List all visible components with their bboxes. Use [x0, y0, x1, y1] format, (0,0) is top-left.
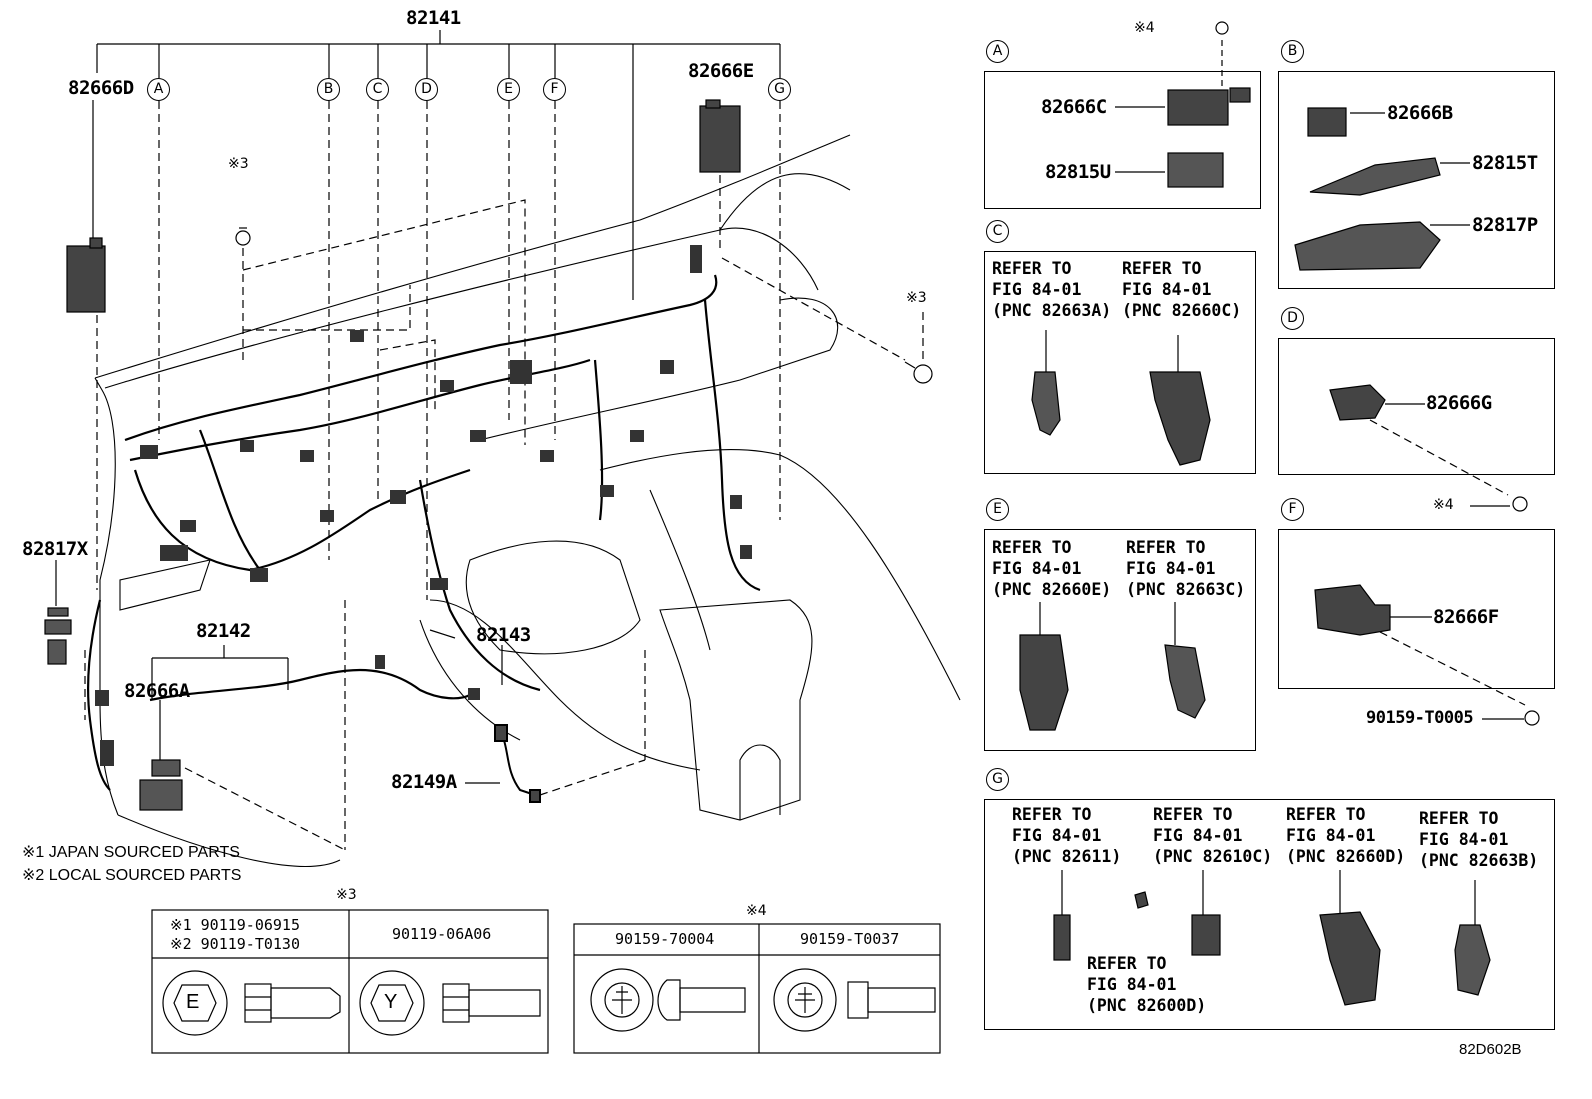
- label-82142: 82142: [196, 620, 251, 642]
- detail-B-part-82666B: 82666B: [1387, 102, 1453, 124]
- detail-B-part-82815T: 82815T: [1472, 152, 1538, 174]
- callout-D: D: [415, 78, 438, 101]
- label-82666E: 82666E: [688, 60, 754, 82]
- detail-D-drawing: [1329, 384, 1528, 512]
- detail-F-drawing: [1314, 584, 1540, 726]
- mark3-label-left: ※3: [228, 156, 249, 172]
- callout-leaders: [84, 101, 906, 851]
- detail-F-box: [1278, 529, 1555, 689]
- table4-grid: [573, 923, 941, 1054]
- detail-E-box: [984, 529, 1256, 751]
- note-japan-sourced: ※1 JAPAN SOURCED PARTS: [22, 844, 240, 861]
- detail-G-ref-5: REFER TO FIG 84-01 (PNC 82600D): [1087, 954, 1207, 1015]
- mark3-label-right: ※3: [906, 290, 927, 306]
- label-82666A: 82666A: [124, 680, 190, 702]
- harness-82142-bracket: [151, 645, 289, 700]
- table3-grid: [151, 909, 549, 1054]
- detail-G-ref-4: REFER TO FIG 84-01 (PNC 82663B): [1419, 809, 1539, 870]
- label-82143: 82143: [476, 624, 531, 646]
- detail-B-box: [1278, 71, 1555, 289]
- detail-G-ref-3: REFER TO FIG 84-01 (PNC 82660D): [1286, 805, 1406, 866]
- figure-code: 82D602B: [1459, 1041, 1522, 1058]
- dash-panel-outline: [94, 134, 961, 867]
- detail-A-label: A: [986, 40, 1009, 63]
- table4-part-70004: 90159-70004: [615, 930, 715, 948]
- harness-82143-bracket: [429, 629, 503, 685]
- callout-B: B: [317, 78, 340, 101]
- callout-G: G: [768, 78, 791, 101]
- detail-F-label: F: [1281, 498, 1304, 521]
- detail-C-label: C: [986, 220, 1009, 243]
- detail-B-label: B: [1281, 40, 1304, 63]
- part-82149A: [494, 724, 541, 803]
- callout-E: E: [497, 78, 520, 101]
- callout-A: A: [147, 78, 170, 101]
- detail-D-mark4: ※4: [1433, 497, 1454, 513]
- detail-G-label: G: [986, 768, 1009, 791]
- module-82666E: [699, 99, 741, 173]
- part-82817X: [44, 607, 72, 665]
- detail-D-box: [1278, 338, 1555, 475]
- bolt-mark3-right: [904, 361, 933, 384]
- detail-F-part-82666F: 82666F: [1433, 606, 1499, 628]
- detail-B-part-82817P: 82817P: [1472, 214, 1538, 236]
- detail-C-drawing: [1031, 330, 1211, 466]
- table4-part-T0037: 90159-T0037: [800, 930, 900, 948]
- bolt-table4-drawings: [590, 968, 936, 1032]
- bolt-table3-drawings: [162, 970, 541, 1036]
- detail-G-drawing: [1053, 870, 1491, 1006]
- detail-G-box: [984, 799, 1555, 1030]
- detail-G-ref-1: REFER TO FIG 84-01 (PNC 82611): [1012, 805, 1122, 866]
- harness-82141-bracket: [96, 30, 781, 300]
- detail-A-part-82815U: 82815U: [1045, 161, 1111, 183]
- detail-E-label: E: [986, 498, 1009, 521]
- table3-part-06A06: 90119-06A06: [392, 925, 492, 943]
- wiring-harness: [86, 274, 761, 791]
- label-82141: 82141: [406, 7, 461, 29]
- callout-C: C: [366, 78, 389, 101]
- table3-part-japan: ※1 90119-06915: [170, 916, 300, 934]
- detail-A-drawing: [1115, 21, 1251, 188]
- detail-E-ref-1: REFER TO FIG 84-01 (PNC 82660E): [992, 538, 1112, 599]
- harness-connectors: [95, 245, 752, 766]
- note-local-sourced: ※2 LOCAL SOURCED PARTS: [22, 867, 242, 884]
- table3-head-letter-E: E: [186, 991, 200, 1013]
- detail-F-bolt-T0005: 90159-T0005: [1366, 708, 1474, 728]
- detail-C-ref-1: REFER TO FIG 84-01 (PNC 82663A): [992, 259, 1112, 320]
- detail-A-box: [984, 71, 1261, 209]
- detail-E-ref-2: REFER TO FIG 84-01 (PNC 82663C): [1126, 538, 1246, 599]
- module-82666A: [139, 759, 183, 811]
- detail-D-label: D: [1281, 307, 1304, 330]
- detail-E-drawing: [1019, 602, 1206, 731]
- label-82666D: 82666D: [68, 77, 134, 99]
- detail-D-part-82666G: 82666G: [1426, 392, 1492, 414]
- detail-B-drawing: [1294, 107, 1470, 271]
- label-82149A: 82149A: [391, 771, 457, 793]
- bolt-mark3-left: [235, 227, 251, 246]
- table3-part-local: ※2 90119-T0130: [170, 935, 300, 953]
- table4-title: ※4: [746, 903, 767, 919]
- table3-title: ※3: [336, 887, 357, 903]
- detail-C-box: [984, 251, 1256, 474]
- detail-A-part-82666C: 82666C: [1041, 96, 1107, 118]
- callout-F: F: [543, 78, 566, 101]
- table3-head-letter-Y: Y: [384, 991, 398, 1013]
- detail-A-mark4: ※4: [1134, 20, 1155, 36]
- detail-C-ref-2: REFER TO FIG 84-01 (PNC 82660C): [1122, 259, 1242, 320]
- label-82817X: 82817X: [22, 538, 88, 560]
- detail-G-ref-2: REFER TO FIG 84-01 (PNC 82610C): [1153, 805, 1273, 866]
- module-82666D: [66, 237, 106, 313]
